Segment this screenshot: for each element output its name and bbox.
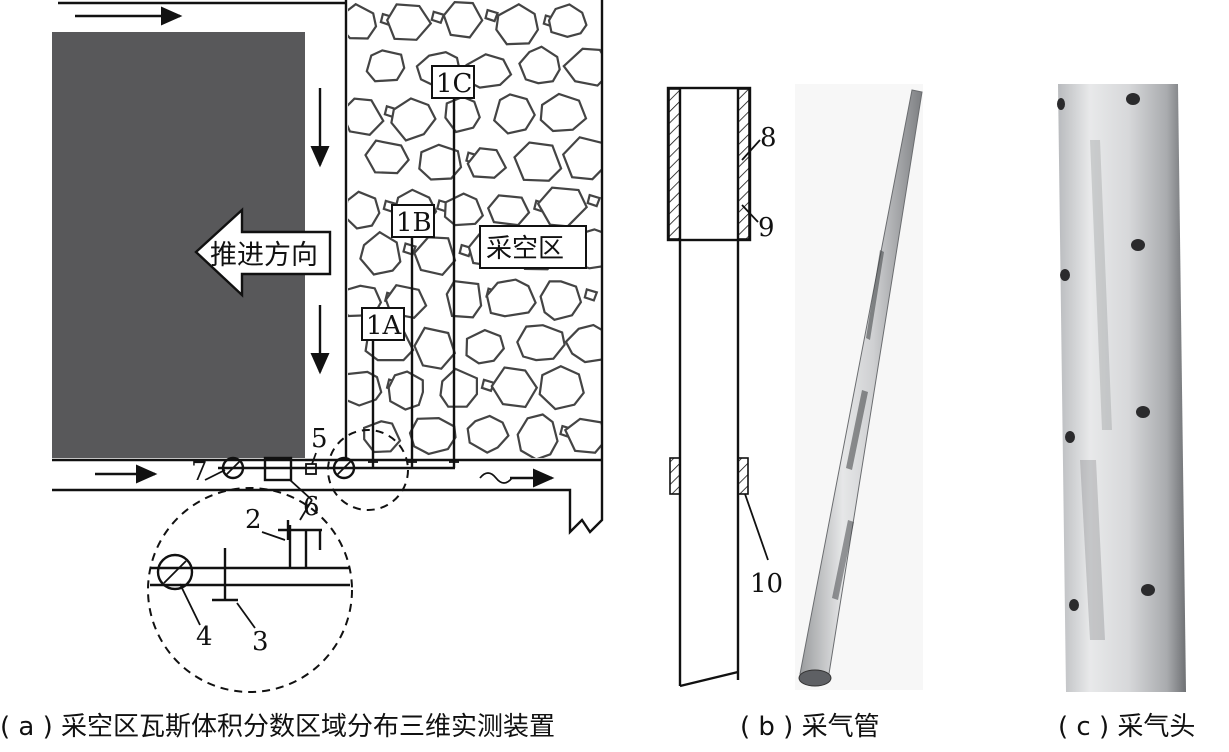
rubble-rock — [547, 3, 588, 38]
advance-direction-label: 推进方向 — [210, 240, 318, 271]
rubble-rock — [365, 49, 406, 83]
gauge-7-icon — [221, 456, 245, 480]
label-7: 7 — [191, 457, 208, 487]
detail-view — [150, 520, 350, 602]
rubble-rock — [359, 230, 402, 276]
probe-label-1c: 1C — [431, 65, 475, 99]
rubble-rock — [442, 0, 484, 39]
rubble-rock — [390, 97, 437, 142]
rubble-chip — [430, 10, 446, 25]
rubble-chip — [583, 288, 599, 302]
panel-c: ( c ) 采气头 — [1040, 84, 1195, 742]
rubble-rock — [516, 413, 559, 458]
rubble-rock — [465, 328, 506, 365]
rubble-rock — [539, 280, 583, 321]
rubble-rock — [413, 326, 457, 370]
probe-label-1a: 1A — [361, 307, 405, 341]
sampling-head-photo — [1058, 84, 1186, 692]
rubble-rock — [538, 364, 585, 411]
caption-c: ( c ) 采气头 — [1058, 712, 1195, 742]
caption-a: ( a ) 采空区瓦斯体积分数区域分布三维实测装置 — [0, 712, 555, 742]
panel-a: 推进方向 1A 1B — [0, 0, 626, 742]
label-2: 2 — [245, 505, 262, 535]
rubble-rock — [348, 190, 381, 230]
zoom-circle-small — [327, 429, 409, 511]
label-8: 8 — [760, 123, 777, 153]
zoom-circle-large — [147, 487, 353, 693]
sampling-head — [666, 86, 752, 242]
box-device-icon — [263, 456, 293, 482]
rubble-rock — [561, 136, 602, 181]
svg-text:采空区: 采空区 — [486, 234, 564, 264]
rubble-rock — [348, 370, 383, 407]
rubble-rock — [518, 45, 561, 85]
rubble-rock — [348, 97, 385, 136]
rubble-rock — [445, 280, 483, 319]
rubble-rock — [466, 414, 510, 454]
airflow-wave — [479, 472, 513, 484]
rubble-rock — [466, 147, 508, 179]
caption-b: ( b ) 采气管 — [740, 712, 880, 742]
gauge-icon — [332, 456, 356, 480]
rubble-rock — [413, 236, 457, 277]
label-3: 3 — [252, 627, 269, 657]
rubble-chip — [614, 335, 626, 346]
valve-5-icon — [305, 463, 317, 475]
rubble-rock — [387, 370, 425, 411]
panel-b: 8 9 10 ( b ) 采气管 — [666, 86, 880, 742]
rubble-chip — [586, 193, 602, 208]
rubble-rock — [486, 194, 531, 227]
rubble-rock — [408, 416, 457, 456]
rubble-chip — [480, 378, 496, 393]
sampling-pipe-photo — [795, 84, 923, 690]
rubble-rock — [485, 278, 537, 318]
svg-text:1B: 1B — [396, 208, 432, 238]
svg-text:1A: 1A — [366, 311, 403, 341]
rubble-rock — [539, 92, 588, 133]
label-10: 10 — [750, 569, 783, 599]
rubble-chip — [614, 57, 626, 68]
probe-label-1b: 1B — [391, 204, 435, 238]
advance-direction-arrow: 推进方向 — [194, 207, 332, 298]
rubble-rock — [513, 141, 563, 182]
rubble-rock — [348, 2, 378, 40]
rubble-chip — [484, 8, 500, 23]
rubble-rock — [516, 324, 566, 362]
rubble-rock — [562, 47, 602, 87]
rubble-rock — [385, 3, 433, 41]
rubble-rock — [364, 139, 410, 175]
rubble-rock — [439, 367, 478, 408]
rubble-rock — [490, 366, 539, 409]
rubble-rock — [495, 3, 540, 46]
label-9: 9 — [758, 213, 775, 243]
label-4: 4 — [196, 622, 213, 652]
label-6: 6 — [303, 492, 320, 522]
goaf-label: 采空区 — [479, 225, 587, 269]
label-5: 5 — [311, 424, 328, 454]
svg-text:1C: 1C — [436, 69, 472, 99]
rubble-rock — [492, 93, 536, 135]
